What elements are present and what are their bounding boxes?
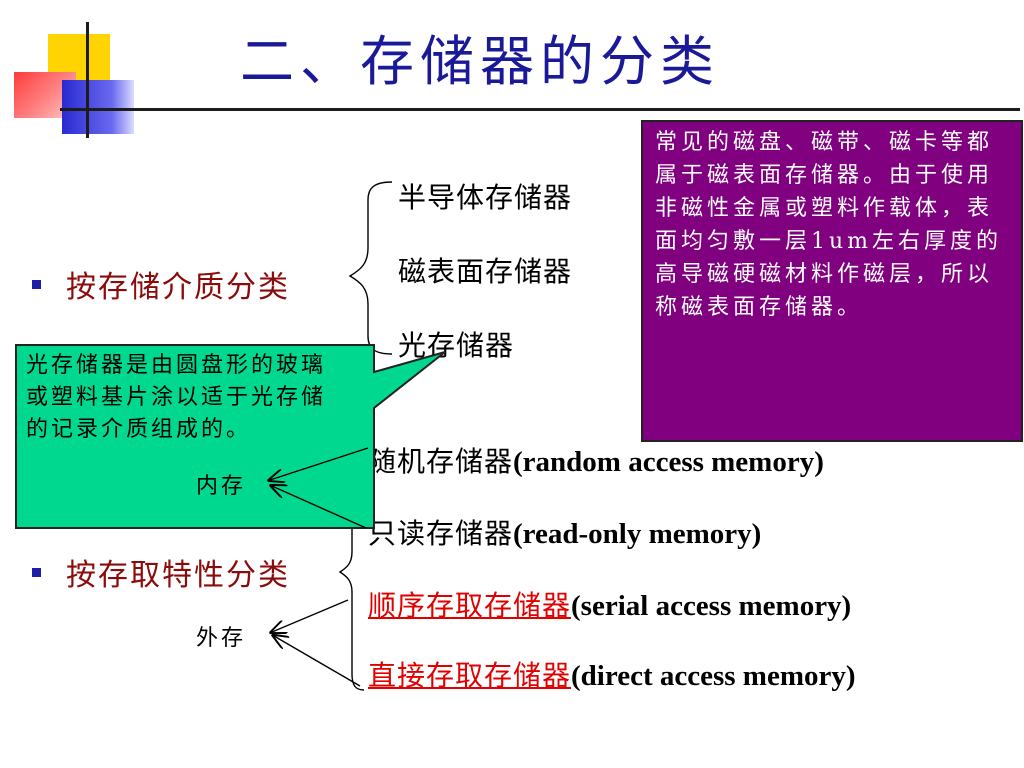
ram-to-internal-arrow — [270, 447, 369, 480]
deco-vertical-line — [86, 22, 89, 138]
access-item-rom-cn: 只读存储器 — [368, 517, 514, 550]
title-underline — [60, 108, 1020, 111]
access-heading: 按存取特性分类 — [66, 558, 290, 593]
medium-item-semiconductor: 半导体存储器 — [398, 181, 573, 214]
medium-item-magnetic: 磁表面存储器 — [398, 255, 573, 288]
access-item-rom-en: (read-only memory) — [513, 518, 762, 550]
access-item-dam-en: (direct access memory) — [571, 660, 856, 692]
access-item-rom: 只读存储器(read-only memory) — [368, 512, 761, 552]
access-item-ram-en: (random access memory) — [513, 446, 824, 478]
slide-title: 二、存储器的分类 — [240, 30, 720, 93]
optical-note: 光存储器是由圆盘形的玻璃或塑料基片涂以适于光存储的记录介质组成的。 — [26, 353, 327, 442]
rom-to-internal-arrow — [272, 486, 367, 529]
access-item-ram: 随机存储器(random access memory) — [368, 440, 824, 480]
magnetic-note: 常见的磁盘、磁带、磁卡等都属于磁表面存储器。由于使用非磁性金属或塑料作载体，表面… — [641, 120, 1023, 442]
external-memory-label: 外存 — [196, 626, 247, 651]
optical-callout-box — [15, 344, 446, 529]
access-item-sam: 顺序存取存储器(serial access memory) — [368, 584, 851, 624]
access-item-sam-en: (serial access memory) — [571, 590, 852, 622]
dam-to-external-arrow — [274, 636, 361, 687]
access-item-sam-cn: 顺序存取存储器 — [368, 589, 572, 622]
access-item-dam-cn: 直接存取存储器 — [368, 659, 572, 692]
bullet-medium — [32, 280, 41, 289]
access-item-ram-cn: 随机存储器 — [368, 445, 514, 478]
internal-memory-label: 内存 — [196, 474, 247, 499]
medium-heading: 按存储介质分类 — [66, 270, 290, 305]
sam-to-external-arrow — [272, 599, 349, 632]
medium-item-optical: 光存储器 — [398, 329, 515, 362]
access-item-dam: 直接存取存储器(direct access memory) — [368, 654, 856, 694]
bullet-access — [32, 568, 41, 577]
deco-blue-square — [62, 80, 134, 134]
medium-brace — [348, 181, 393, 355]
